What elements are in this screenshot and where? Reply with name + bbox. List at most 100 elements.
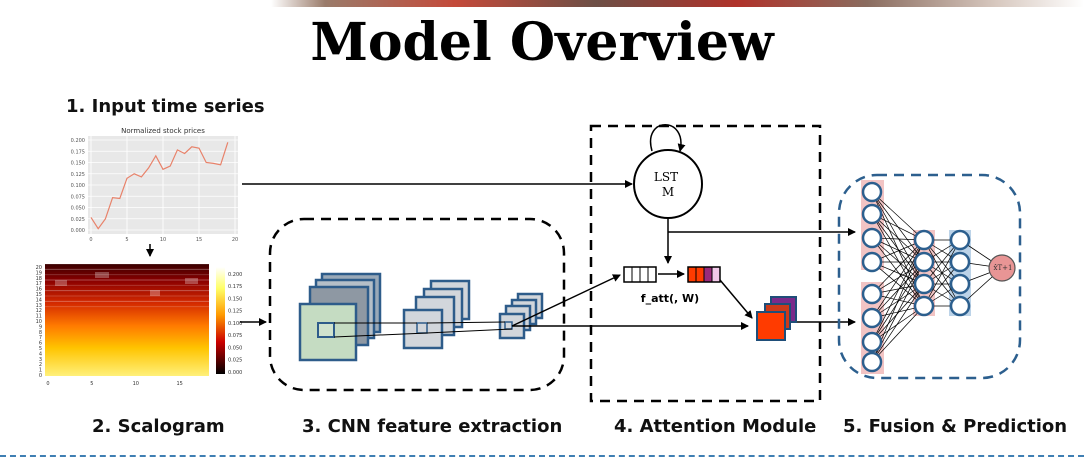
scalogram-y-tick: 14	[36, 297, 42, 303]
lstm-recurrent-arrow	[649, 124, 686, 152]
colorbar-ticks: 0.2000.1750.1500.1250.1000.0750.0500.025…	[228, 272, 242, 376]
chart-y-tick: 0.150	[71, 161, 85, 167]
weight-cell	[703, 266, 713, 283]
chart-y-tick: 0.200	[71, 138, 85, 144]
input-chart: Normalized stock prices 0.2000.1750.1500…	[71, 127, 239, 243]
lstm-label-line1: LST	[654, 170, 678, 184]
bottom-dashed-rule	[0, 455, 1084, 457]
colorbar-tick: 0.000	[228, 370, 242, 376]
colorbar-tick: 0.025	[228, 358, 242, 364]
hidden1-node	[913, 251, 935, 273]
nn-edge	[871, 261, 925, 343]
chart-y-tick: 0.000	[71, 228, 85, 234]
chart-y-tick: 0.125	[71, 172, 85, 178]
chart-x-ticks: 0 5 10 15 20	[89, 237, 238, 243]
colorbar-tick: 0.050	[228, 345, 242, 351]
lstm-label-line2: M	[662, 185, 674, 199]
attention-dashed-box	[589, 124, 822, 403]
scalogram-x-tick: 5	[90, 381, 93, 387]
scalogram-y-tick: 15	[36, 292, 42, 298]
scalogram-y-tick: 11	[36, 314, 42, 320]
chart-x-tick: 10	[160, 237, 166, 243]
nn-edge	[871, 261, 925, 307]
nn-edge	[871, 239, 925, 319]
scalogram-y-tick: 4	[39, 351, 42, 357]
cnn-layer2-map	[402, 308, 444, 350]
step-cnn-label: 3. CNN feature extraction	[302, 416, 563, 437]
colorbar-tick: 0.100	[228, 321, 242, 327]
weight-cell	[687, 266, 697, 283]
scalogram-x-tick: 10	[133, 381, 139, 387]
chart-series-line	[90, 142, 229, 230]
nn-edge	[871, 237, 925, 307]
cnn-connector	[426, 321, 506, 324]
step-attention-label: 4. Attention Module	[614, 416, 817, 437]
chart-y-tick: 0.075	[71, 194, 85, 200]
chart-y-tick: 0.100	[71, 183, 85, 189]
input-node	[861, 227, 883, 249]
colorbar-tick: 0.200	[228, 272, 242, 278]
scalogram-y-tick: 10	[36, 319, 42, 325]
scalogram-y-tick: 16	[36, 287, 42, 293]
nn-edge	[871, 261, 925, 319]
scalogram-colorbar	[216, 267, 225, 374]
input-node	[861, 331, 883, 353]
scalogram-highlight	[150, 290, 160, 296]
colorbar-tick: 0.150	[228, 296, 242, 302]
scalogram-y-tick: 8	[39, 330, 42, 336]
lstm-cell: LST M	[633, 124, 703, 219]
hidden2-node	[949, 295, 971, 317]
scalogram-y-tick: 1	[39, 368, 42, 374]
chart-x-tick: 15	[196, 237, 202, 243]
scalogram-y-tick: 19	[36, 270, 42, 276]
hidden1-node	[913, 273, 935, 295]
scalogram-y-tick: 12	[36, 308, 42, 314]
nn-edge	[871, 191, 925, 241]
colorbar-tick: 0.075	[228, 333, 242, 339]
nn-edge	[871, 237, 925, 285]
step-input-label: 1. Input time series	[66, 96, 265, 117]
scalogram-y-tick: 2	[39, 362, 42, 368]
scalogram-y-tick: 7	[39, 335, 42, 341]
cnn-layer1-map	[298, 302, 358, 362]
hidden1-node	[913, 295, 935, 317]
scalogram-y-tick: 0	[39, 373, 42, 379]
colorbar-tick: 0.125	[228, 309, 242, 315]
input-node	[861, 307, 883, 329]
cnn-connector	[333, 332, 428, 338]
chart-y-tick: 0.050	[71, 206, 85, 212]
input-node	[861, 203, 883, 225]
chart-x-tick: 20	[232, 237, 238, 243]
chart-title: Normalized stock prices	[121, 127, 205, 135]
attention-input-vector	[623, 266, 657, 283]
nn-edge	[871, 305, 925, 343]
chart-x-tick: 0	[89, 237, 92, 243]
input-node	[861, 251, 883, 273]
arrow-cnn-to-attention	[511, 274, 621, 327]
chart-y-ticks: 0.2000.1750.1500.1250.1000.0750.0500.025…	[71, 138, 85, 234]
page-title: Model Overview	[310, 12, 774, 73]
nn-edge	[871, 213, 925, 307]
hidden1-node	[913, 229, 935, 251]
hidden2-node	[949, 273, 971, 295]
nn-edge	[871, 213, 925, 285]
hidden2-node	[949, 229, 971, 251]
cnn-dashed-box	[268, 217, 566, 392]
lstm-circle	[633, 149, 703, 219]
scalogram-bands	[45, 263, 209, 308]
cnn-connector	[426, 328, 513, 334]
scalogram-x-tick: 0	[46, 381, 49, 387]
scalogram-highlight	[185, 278, 198, 284]
nn-edge	[871, 283, 925, 363]
output-node-label: x̂T+1	[994, 263, 1013, 272]
hidden2-node	[949, 251, 971, 273]
step-scalogram-label: 2. Scalogram	[92, 416, 225, 437]
chart-x-tick: 5	[125, 237, 128, 243]
scalogram-y-tick: 5	[39, 346, 42, 352]
input-node	[861, 181, 883, 203]
weight-cell	[711, 266, 721, 283]
nn-edge	[871, 213, 925, 263]
scalogram-y-tick: 13	[36, 303, 42, 309]
